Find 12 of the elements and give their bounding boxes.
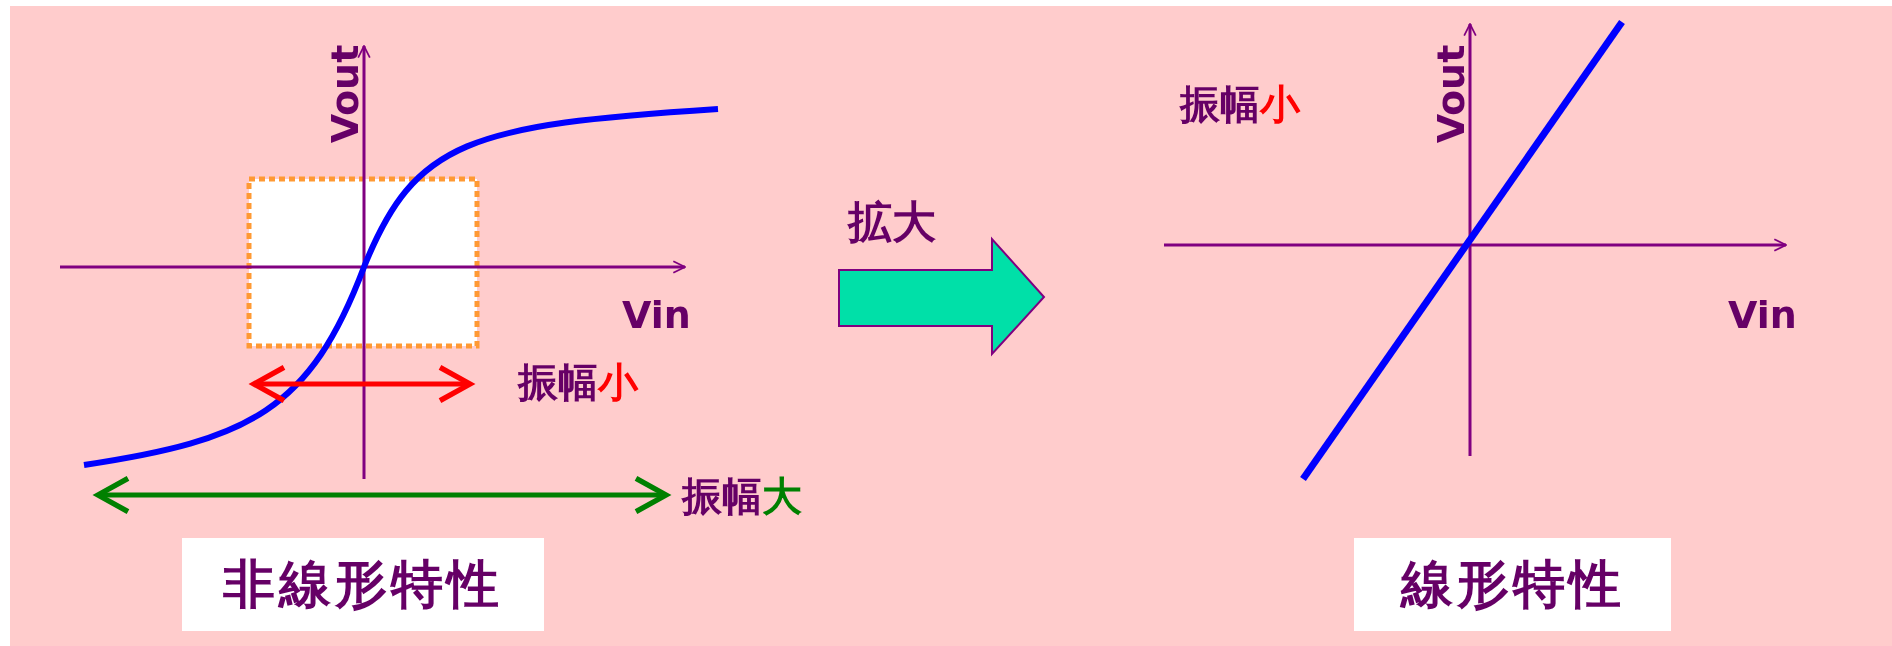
axis-label: Vout (326, 44, 365, 144)
axis-label: Vin (1728, 296, 1797, 334)
amplitude-label: 振幅大 (682, 476, 802, 516)
axis-label: Vout (1432, 44, 1471, 144)
caption-text: 線形特性 (1400, 552, 1625, 616)
axis-label: Vin (622, 296, 691, 334)
caption-text: 非線形特性 (223, 552, 503, 616)
amplitude-label: 振幅小 (518, 362, 638, 402)
amplitude-label: 振幅小 (1180, 84, 1300, 124)
zoom-label: 拡大 (848, 200, 936, 244)
caption-box (182, 538, 544, 631)
caption-box (1354, 538, 1671, 631)
